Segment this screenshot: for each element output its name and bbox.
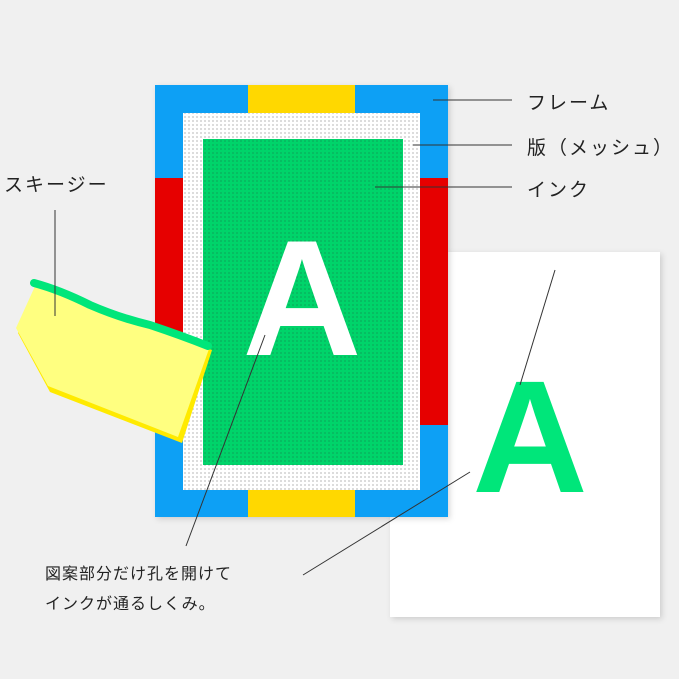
caption-line-2: インクが通るしくみ。 (45, 596, 216, 613)
squeegee (16, 279, 212, 443)
frame-top-yellow (248, 85, 355, 113)
stencil-letter-a: A (242, 206, 361, 390)
label-squeegee: スキージー (4, 175, 109, 196)
label-frame: フレーム (527, 93, 611, 114)
leader-lines (54, 99, 556, 576)
caption-line-1: 図案部分だけ孔を開けて (45, 566, 233, 583)
frame-bottom-yellow (248, 490, 355, 517)
frame-right-red (420, 178, 448, 425)
label-mesh: 版（メッシュ） (527, 138, 675, 159)
screen-frame: A (155, 85, 448, 517)
printed-letter-a: A (472, 347, 588, 526)
caption: 図案部分だけ孔を開けて インクが通るしくみ。 (45, 560, 232, 620)
label-ink: インク (527, 180, 591, 201)
